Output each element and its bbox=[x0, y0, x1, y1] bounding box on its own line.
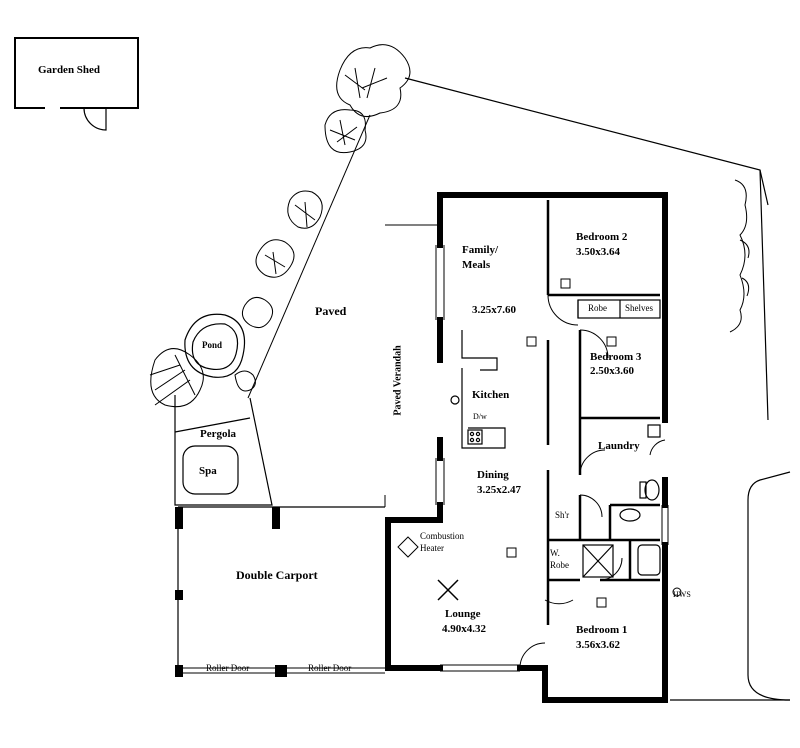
garden-shed-label: Garden Shed bbox=[38, 64, 101, 76]
family-meals-label-1: Family/ bbox=[462, 244, 499, 256]
windows bbox=[435, 245, 669, 672]
bedroom2-label: Bedroom 2 bbox=[576, 231, 628, 243]
lounge-label: Lounge bbox=[445, 608, 481, 620]
dishwasher-label: D/w bbox=[473, 412, 487, 421]
bedroom3-size: 2.50x3.60 bbox=[590, 365, 634, 377]
house-walls bbox=[385, 192, 668, 703]
double-carport bbox=[175, 506, 385, 677]
verandah bbox=[384, 224, 440, 507]
roller-door-left-label: Roller Door bbox=[206, 663, 250, 673]
property-boundary bbox=[404, 77, 791, 701]
double-carport-label: Double Carport bbox=[236, 568, 318, 582]
bedroom1-label: Bedroom 1 bbox=[576, 624, 628, 636]
interior-walls bbox=[546, 200, 660, 625]
kitchen-fixtures bbox=[450, 330, 506, 449]
garden-shrubs bbox=[149, 44, 750, 408]
pond-label: Pond bbox=[202, 340, 223, 350]
roller-door-right-label: Roller Door bbox=[308, 663, 352, 673]
doors bbox=[519, 294, 666, 669]
shower-label: Sh'r bbox=[555, 510, 570, 520]
bedroom1-size: 3.56x3.62 bbox=[576, 639, 620, 651]
pond bbox=[184, 313, 246, 378]
walk-in-robe-label-2: Robe bbox=[550, 560, 569, 570]
bedroom2-size: 3.50x3.64 bbox=[576, 246, 620, 258]
pergola-label: Pergola bbox=[200, 428, 237, 440]
electrical-symbols bbox=[397, 278, 682, 608]
shelves-label: Shelves bbox=[625, 303, 653, 313]
dining-label: Dining bbox=[477, 469, 509, 481]
robe-label: Robe bbox=[588, 303, 607, 313]
bathroom-fixtures bbox=[577, 299, 661, 578]
kitchen-label: Kitchen bbox=[472, 389, 510, 401]
laundry-label: Laundry bbox=[598, 440, 640, 452]
hws-label: HWS bbox=[673, 590, 691, 599]
garden-shed bbox=[14, 37, 139, 131]
family-meals-label-2: Meals bbox=[462, 259, 491, 271]
paved-verandah-label: Paved Verandah bbox=[392, 345, 404, 416]
lounge-size: 4.90x4.32 bbox=[442, 623, 486, 635]
paved-label: Paved bbox=[315, 304, 347, 318]
heater-label-2: Heater bbox=[420, 543, 444, 553]
heater-label-1: Combustion bbox=[420, 531, 465, 541]
pergola-area bbox=[174, 395, 273, 506]
dining-size: 3.25x2.47 bbox=[477, 484, 521, 496]
walk-in-robe-label-1: W. bbox=[550, 548, 560, 558]
bedroom3-label: Bedroom 3 bbox=[590, 351, 642, 363]
family-meals-size: 3.25x7.60 bbox=[472, 304, 516, 316]
spa-label: Spa bbox=[199, 465, 217, 477]
